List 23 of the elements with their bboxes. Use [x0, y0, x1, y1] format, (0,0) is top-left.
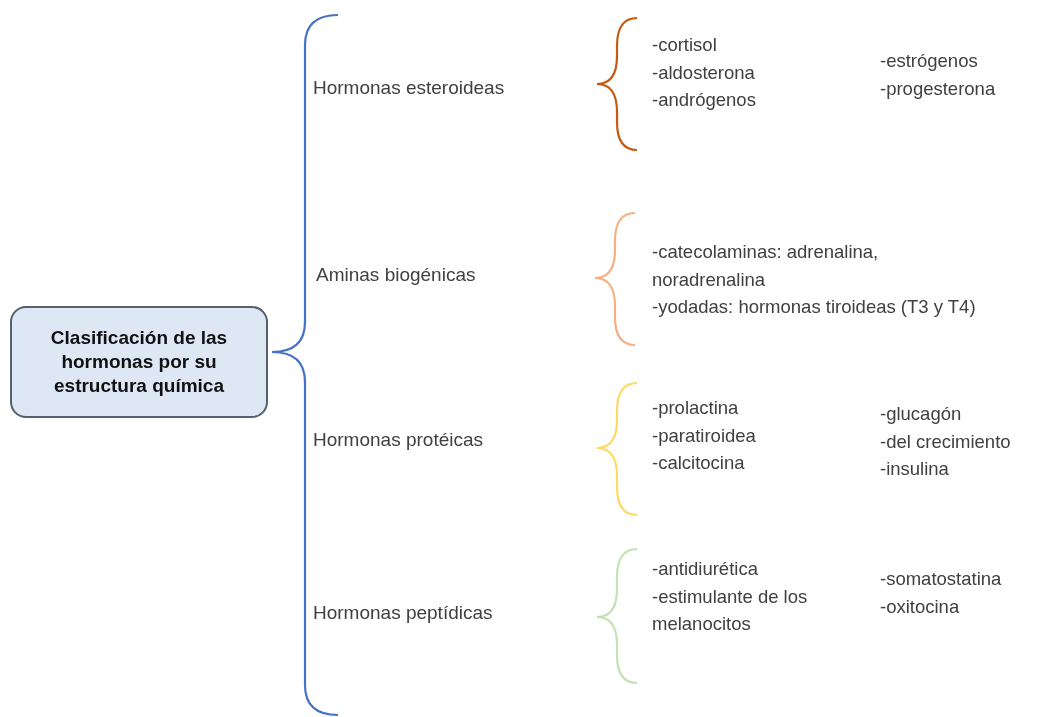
list-item: -progesterona [880, 76, 997, 101]
list-item: -estimulante de los melanocitos [652, 584, 809, 636]
list-item: -insulina [880, 457, 950, 481]
list-item: -yodadas: hormonas tiroideas (T3 y T4) [652, 295, 977, 319]
heading-text: Clasificación de las hormonas por su estructura química [49, 326, 229, 398]
category-label: Aminas biogénicas [316, 263, 516, 287]
category-label: Hormonas protéicas [313, 428, 513, 452]
list-item: -paratiroidea [652, 423, 757, 448]
category-label: Hormonas peptídicas [313, 601, 523, 625]
list-item: -antidiurética [652, 557, 759, 581]
list-item: -aldosterona [652, 60, 756, 85]
category-label: Hormonas esteroideas [313, 76, 543, 100]
list-item: -calcitocina [652, 451, 746, 475]
list-item: -andrógenos [652, 88, 757, 112]
list-item: -oxitocina [880, 594, 961, 619]
list-item: -catecolaminas: adrenalina, noradrenalina [652, 240, 880, 292]
list-item: -glucagón [880, 402, 963, 426]
list-item: -cortisol [652, 33, 718, 57]
list-item: -estrógenos [880, 49, 979, 73]
list-item: -prolactina [652, 396, 740, 420]
rounded-box [10, 306, 268, 418]
list-item: -del crecimiento [880, 429, 1012, 454]
list-item: -somatostatina [880, 567, 1003, 591]
